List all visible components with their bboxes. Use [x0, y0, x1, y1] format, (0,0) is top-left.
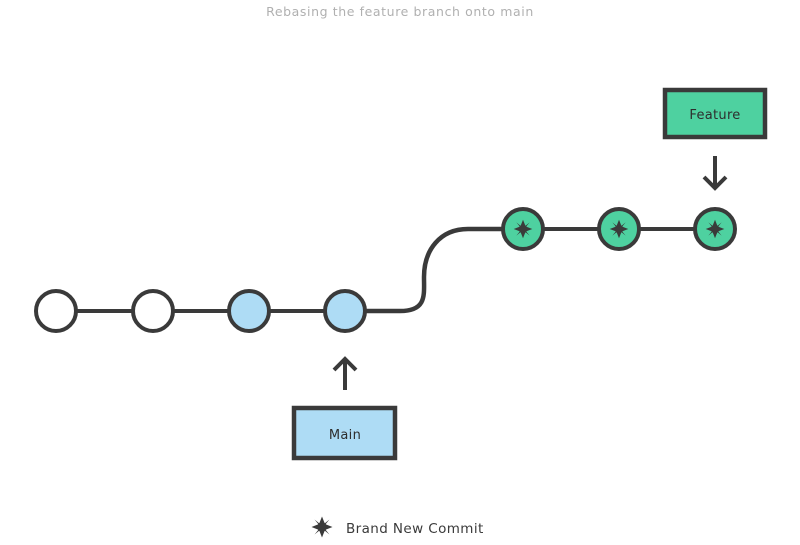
main-pointer-arrow-up-icon [332, 356, 358, 390]
legend: Brand New Commit [311, 516, 484, 538]
commit-node-c2[interactable] [131, 289, 175, 333]
main-label-text: Main [329, 428, 361, 443]
rebase-branch-curve [361, 226, 506, 314]
commit-node-c1[interactable] [34, 289, 78, 333]
asterisk-commit-icon [705, 219, 725, 239]
feature-label-text: Feature [689, 108, 740, 123]
feature-branch-commits [501, 207, 737, 251]
commit-node-c3[interactable] [227, 289, 271, 333]
feature-branch-label-group[interactable]: Feature [662, 87, 768, 191]
commit-node-c4[interactable] [323, 289, 367, 333]
legend-label: Brand New Commit [346, 521, 484, 537]
commit-node-f1[interactable] [501, 207, 545, 251]
legend-asterisk-commit-icon [311, 516, 333, 538]
commit-node-f2[interactable] [597, 207, 641, 251]
feature-label-box[interactable] [662, 87, 768, 140]
asterisk-commit-icon [609, 219, 629, 239]
main-label-box[interactable] [291, 405, 398, 461]
main-branch-label-group[interactable]: Main [291, 356, 398, 461]
commit-node-f3[interactable] [693, 207, 737, 251]
main-branch-commits [34, 289, 367, 333]
feature-pointer-arrow-down-icon [702, 156, 728, 191]
page-title: Rebasing the feature branch onto main [266, 4, 534, 19]
asterisk-commit-icon [513, 219, 533, 239]
